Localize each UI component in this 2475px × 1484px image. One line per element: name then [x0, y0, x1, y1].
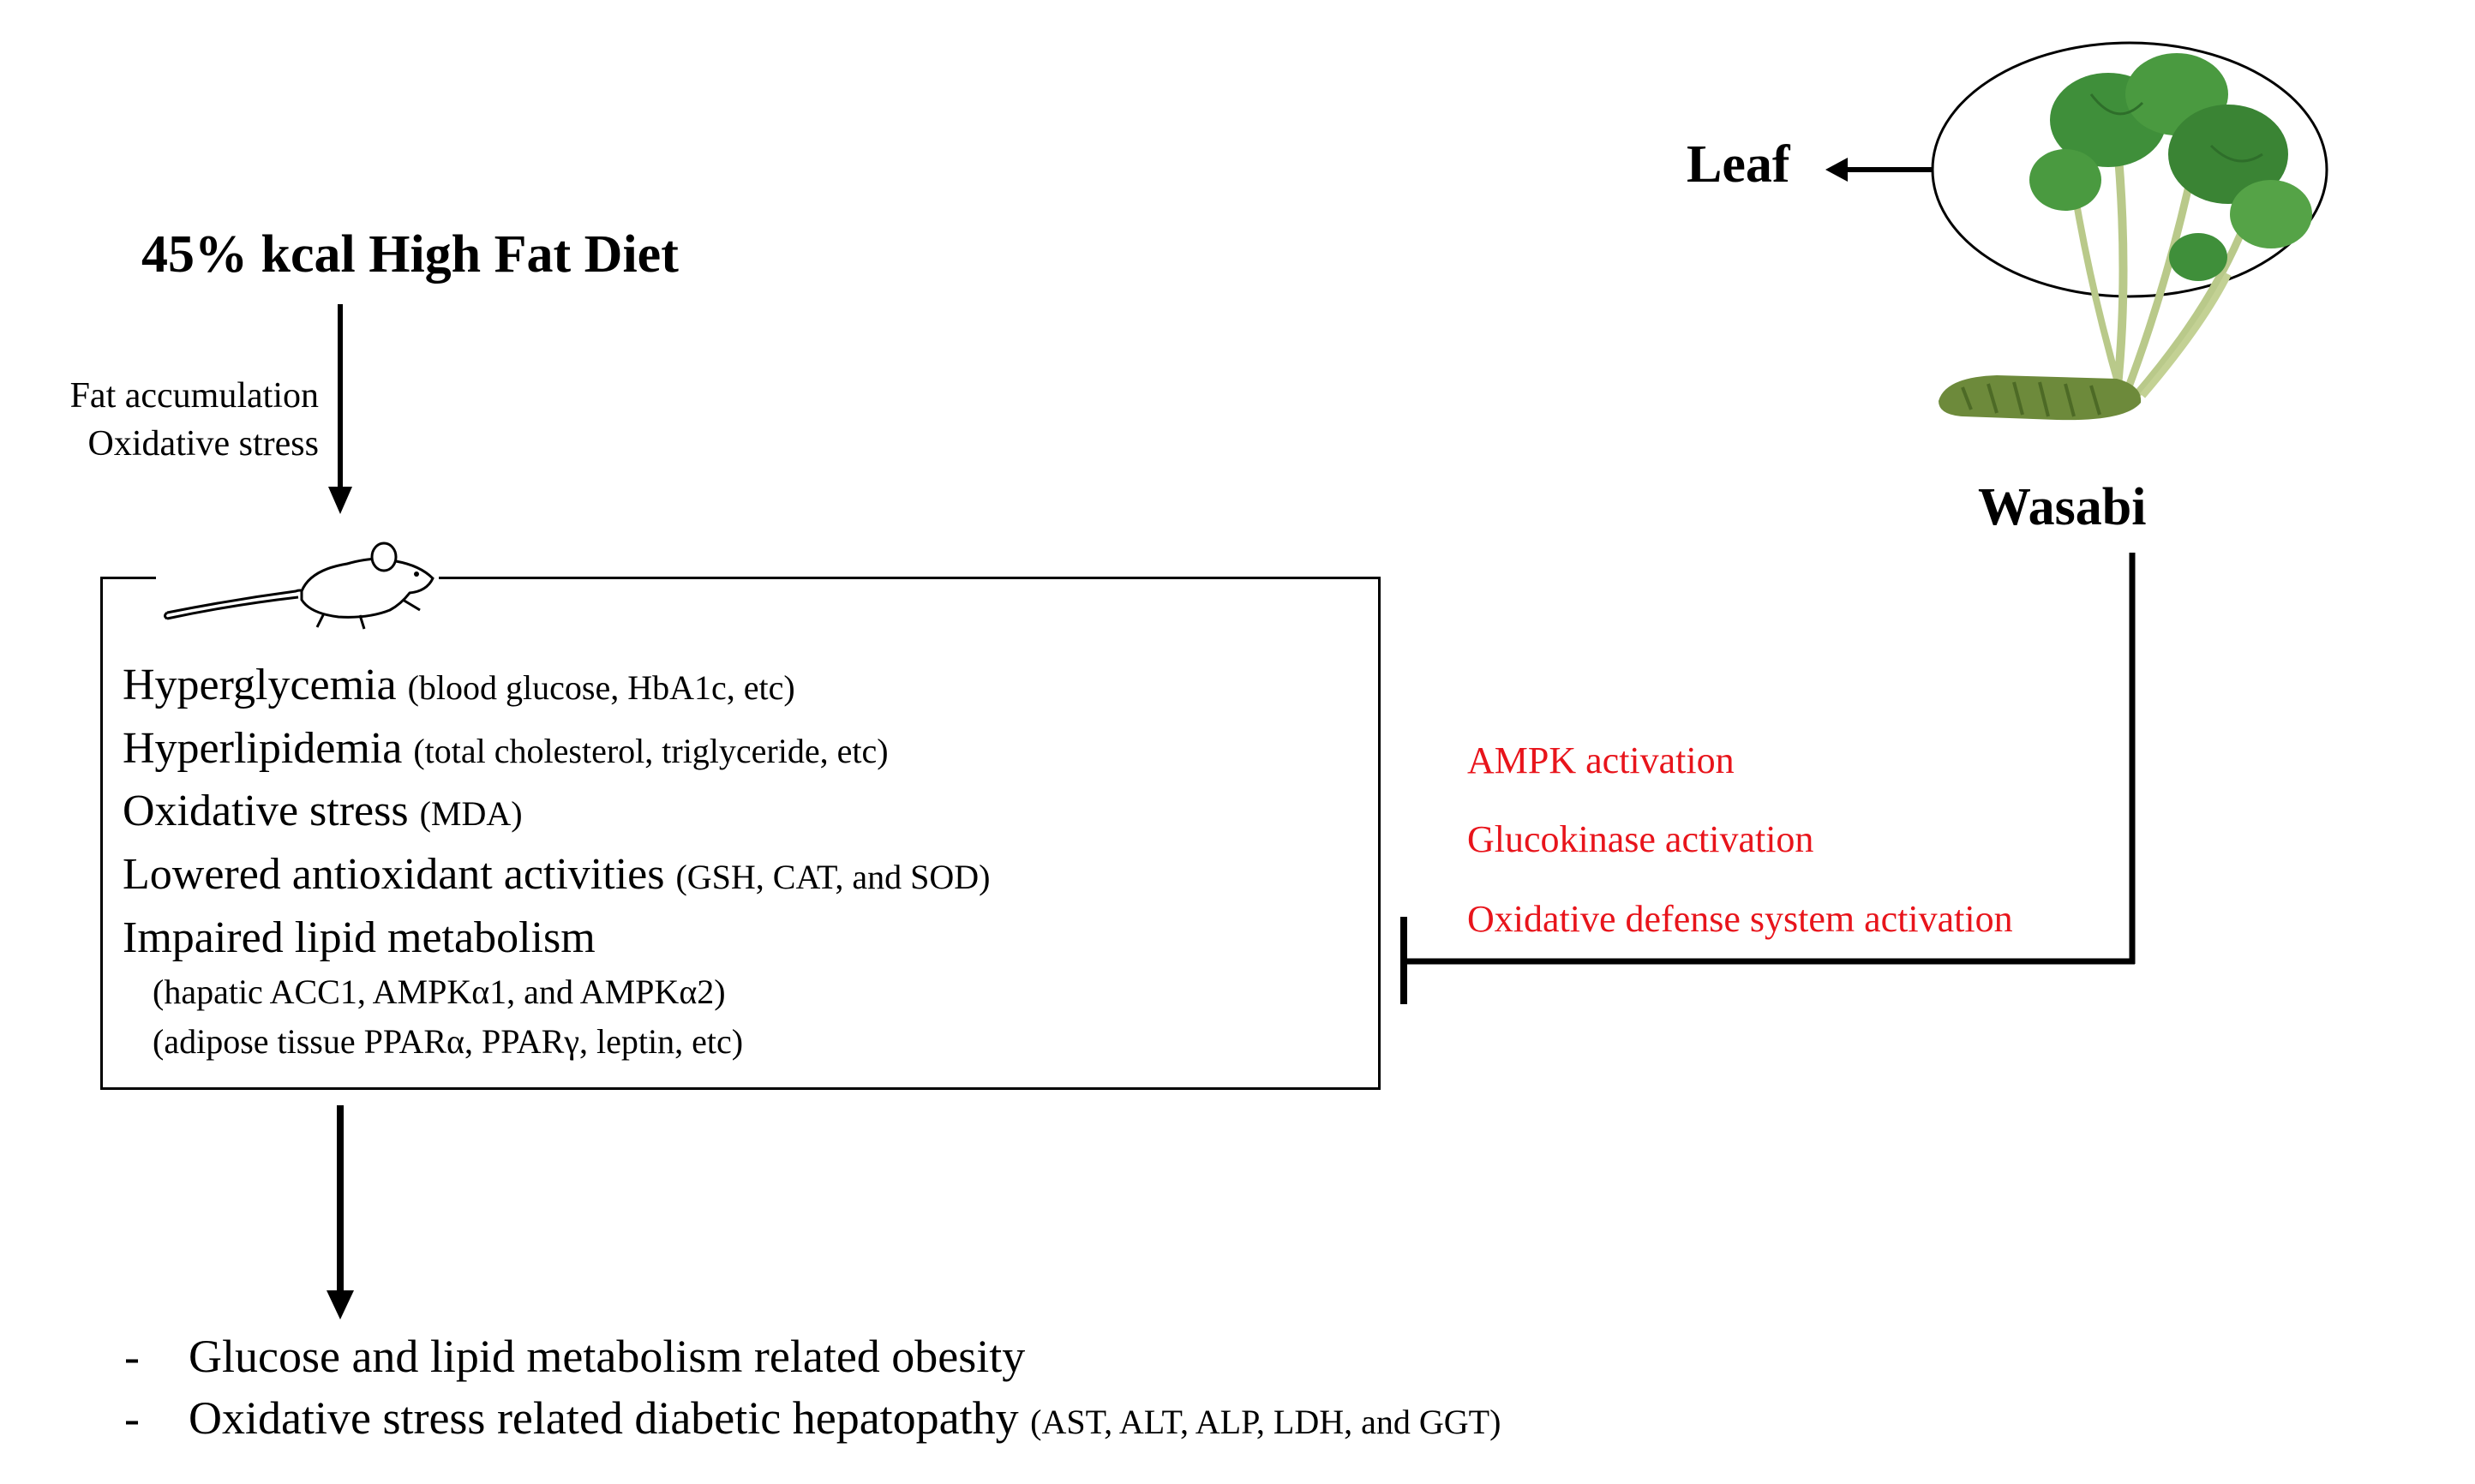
leaf-highlight-ellipse [1931, 41, 2328, 298]
lipid-detail-adipose: (adipose tissue PPARα, PPARγ, leptin, et… [153, 1022, 744, 1061]
condition-impaired-lipid: Impaired lipid metabolism [123, 913, 596, 963]
condition-detail: (MDA) [419, 794, 523, 833]
outcome-bullet: - [124, 1331, 140, 1382]
conditions-box [100, 577, 1381, 1090]
wasabi-label: Wasabi [1978, 478, 2147, 536]
outcome-detail: (AST, ALT, ALP, LDH, and GGT) [1030, 1403, 1501, 1441]
effect-fat-accumulation: Fat accumulation [69, 376, 319, 416]
outcome-label: Glucose and lipid metabolism related obe… [189, 1331, 1026, 1382]
outcome-hepatopathy: Oxidative stress related diabetic hepato… [189, 1391, 1501, 1445]
condition-detail: (total cholesterol, triglyceride, etc) [413, 732, 889, 770]
inhibition-connector [1400, 553, 2136, 1004]
diet-title: 45% kcal High Fat Diet [141, 225, 679, 284]
condition-hyperlipidemia: Hyperlipidemia (total cholesterol, trigl… [123, 723, 889, 774]
condition-oxidative-stress: Oxidative stress (MDA) [123, 786, 523, 836]
condition-detail: (blood glucose, HbA1c, etc) [407, 668, 795, 707]
condition-hyperglycemia: Hyperglycemia (blood glucose, HbA1c, etc… [123, 660, 795, 710]
condition-detail: (GSH, CAT, and SOD) [675, 858, 991, 896]
outcome-down-arrow [327, 1105, 354, 1319]
mechanism-oxidative-defense: Oxidative defense system activation [1467, 898, 2013, 940]
condition-label: Oxidative stress [123, 787, 409, 835]
diet-down-arrow [328, 304, 352, 514]
mouse-icon [156, 542, 439, 630]
wasabi-plant-image [1939, 53, 2312, 421]
outcome-bullet: - [124, 1392, 140, 1444]
condition-lowered-antioxidant: Lowered antioxidant activities (GSH, CAT… [123, 849, 991, 900]
leaf-arrow [1825, 158, 1933, 182]
mechanism-ampk-activation: AMPK activation [1467, 739, 1735, 781]
condition-label: Hyperglycemia [123, 661, 397, 709]
outcome-obesity: Glucose and lipid metabolism related obe… [189, 1330, 1025, 1383]
mechanism-glucokinase-activation: Glucokinase activation [1467, 818, 1814, 860]
lipid-detail-hepatic: (hapatic ACC1, AMPKα1, and AMPKα2) [153, 972, 726, 1011]
leaf-label: Leaf [1687, 135, 1790, 194]
condition-label: Hyperlipidemia [123, 724, 403, 773]
outcome-label: Oxidative stress related diabetic hepato… [189, 1392, 1019, 1444]
condition-label: Lowered antioxidant activities [123, 850, 665, 899]
condition-label: Impaired lipid metabolism [123, 913, 596, 962]
effect-oxidative-stress: Oxidative stress [87, 424, 319, 464]
